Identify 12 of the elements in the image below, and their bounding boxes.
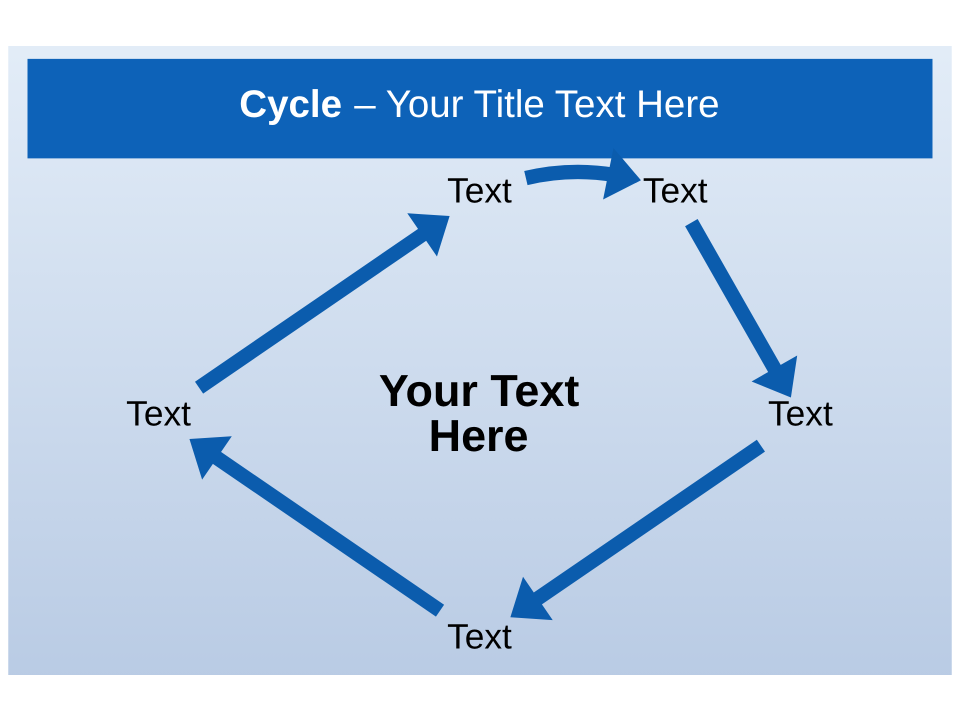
node-text: Text bbox=[447, 617, 512, 656]
arrow bbox=[510, 439, 765, 620]
label: Your Text Here bbox=[378, 364, 580, 460]
arrow bbox=[194, 212, 450, 394]
arrow bbox=[524, 147, 641, 199]
arrow bbox=[189, 436, 444, 616]
diagram-title: Cycle – Your Title Text Here bbox=[239, 82, 720, 126]
arrow bbox=[685, 218, 798, 397]
node-text: Text bbox=[447, 171, 512, 210]
node-text: Text bbox=[126, 394, 191, 434]
node-text: Text bbox=[642, 171, 708, 210]
node-text: Text bbox=[768, 394, 833, 434]
